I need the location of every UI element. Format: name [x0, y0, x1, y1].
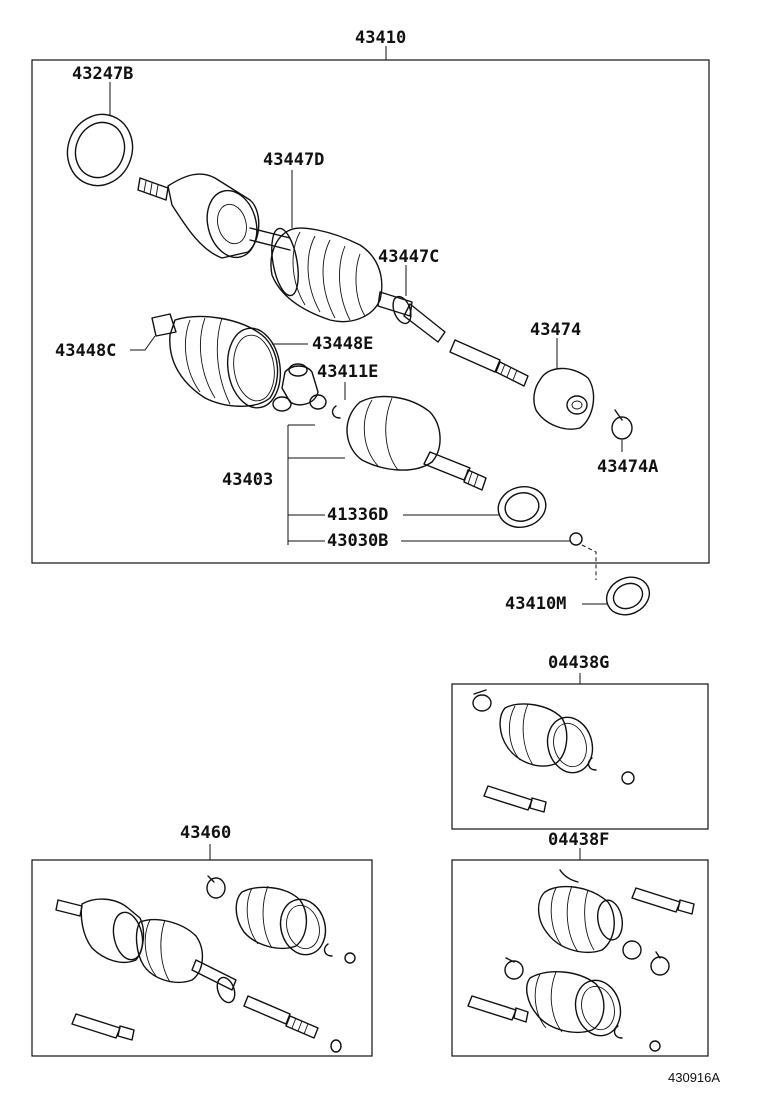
part-43474A[interactable]: 43474A [597, 409, 658, 477]
kit-04438G-group[interactable]: 04438G [451, 653, 709, 830]
label-04438G[interactable]: 04438G [548, 653, 609, 673]
label-43447C[interactable]: 43447C [378, 247, 439, 267]
label-43474[interactable]: 43474 [530, 320, 581, 340]
part-43030B[interactable]: 43030B [288, 531, 583, 551]
label-04438F[interactable]: 04438F [548, 830, 609, 850]
label-43030B[interactable]: 43030B [327, 531, 388, 551]
kit-04438F-group[interactable]: 04438F [451, 830, 709, 1057]
assembly-43460-group[interactable]: 43460 [31, 823, 373, 1057]
part-43448E[interactable]: 43448E [272, 334, 373, 354]
part-43411E-tripod[interactable]: 43411E [272, 362, 378, 419]
kit-04438F-frame [451, 859, 709, 1057]
label-43247B[interactable]: 43247B [72, 64, 133, 84]
label-41336D[interactable]: 41336D [327, 505, 388, 525]
label-43410M[interactable]: 43410M [505, 594, 566, 614]
outboard-joint-shaft[interactable]: 43447D [137, 150, 383, 323]
label-43448E[interactable]: 43448E [312, 334, 373, 354]
label-43410[interactable]: 43410 [355, 28, 406, 48]
label-43460[interactable]: 43460 [180, 823, 231, 843]
label-43474A[interactable]: 43474A [597, 457, 658, 477]
assembly-43410-frame [31, 59, 710, 564]
label-43447D[interactable]: 43447D [263, 150, 324, 170]
part-41336D[interactable]: 41336D [288, 481, 550, 532]
assembly-43410-group: 43410 [31, 28, 710, 564]
label-43411E[interactable]: 43411E [317, 362, 378, 382]
label-43403[interactable]: 43403 [222, 470, 273, 490]
label-43448C[interactable]: 43448C [55, 341, 116, 361]
part-43447C-and-shaft[interactable]: 43447C [377, 247, 529, 387]
figure-code: 430916A [668, 1070, 720, 1085]
part-43247B[interactable]: 43247B [58, 64, 143, 195]
part-43410M[interactable]: 43410M [505, 544, 656, 622]
part-43403-housing[interactable]: 43403 [222, 395, 487, 545]
part-43474[interactable]: 43474 [530, 320, 595, 430]
part-43448C-boot[interactable]: 43448C [55, 313, 285, 411]
assembly-43460-frame [31, 859, 373, 1057]
